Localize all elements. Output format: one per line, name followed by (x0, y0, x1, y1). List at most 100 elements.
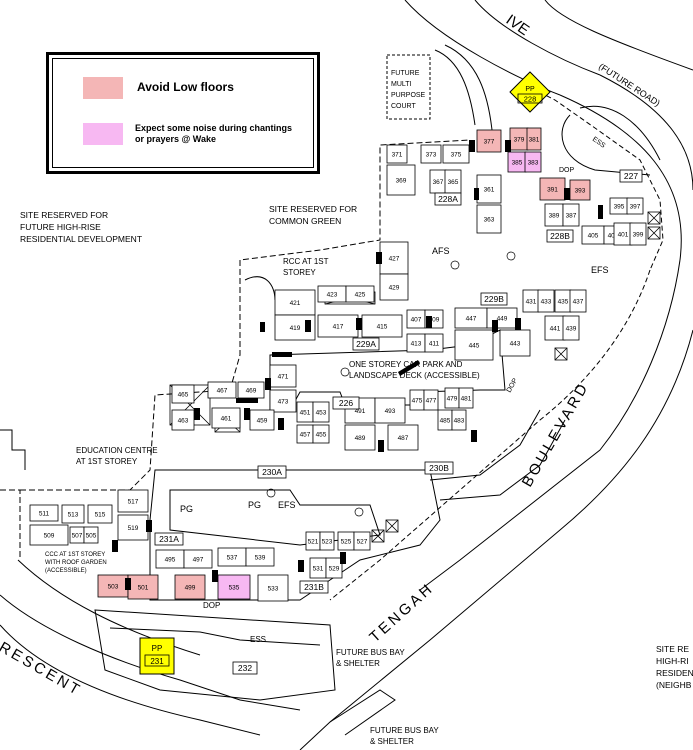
unit-507: 507 (69, 526, 85, 544)
pp-231-marker: PP 231 (139, 637, 175, 675)
unit-435: 435 (554, 289, 572, 313)
unit-379: 379 (509, 127, 529, 151)
unit-467: 467 (207, 381, 237, 399)
unit-label: 535 (229, 584, 240, 591)
unit-433: 433 (537, 289, 555, 313)
unit-label: 483 (454, 417, 465, 424)
unit-label: 425 (355, 291, 366, 298)
unit-label: 381 (529, 136, 540, 143)
unit-label: 515 (95, 511, 106, 518)
unit-label: 389 (549, 212, 560, 219)
crescent-label: RESCENT (0, 639, 85, 700)
unit-label: 439 (566, 325, 577, 332)
unit-495: 495 (155, 549, 185, 569)
unit-443: 443 (499, 329, 531, 357)
svg-text:ESS: ESS (591, 136, 607, 150)
unit-431: 431 (522, 289, 540, 313)
svg-text:LANDSCAPE DECK (ACCESSIBLE): LANDSCAPE DECK (ACCESSIBLE) (349, 371, 480, 380)
svg-text:CCC AT 1ST STOREY: CCC AT 1ST STOREY (45, 552, 105, 558)
svg-text:EFS: EFS (278, 500, 296, 510)
unit-label: 399 (633, 231, 644, 238)
unit-label: 373 (426, 151, 437, 158)
unit-label: 407 (411, 316, 422, 323)
unit-445: 445 (454, 329, 494, 361)
unit-447: 447 (454, 307, 488, 329)
unit-label: 501 (138, 584, 149, 591)
unit-523: 523 (319, 531, 335, 551)
svg-text:229A: 229A (356, 339, 376, 349)
unit-381: 381 (526, 127, 542, 151)
unit-label: 429 (389, 284, 400, 291)
unit-label: 471 (278, 373, 289, 380)
block-226: 226 (332, 396, 360, 410)
svg-text:PP: PP (152, 644, 163, 653)
unit-375: 375 (442, 144, 470, 164)
svg-text:228B: 228B (550, 231, 570, 241)
svg-text:PURPOSE: PURPOSE (391, 92, 426, 99)
unit-label: 537 (227, 554, 238, 561)
unit-511: 511 (29, 504, 59, 522)
svg-text:231B: 231B (304, 582, 324, 592)
unit-453: 453 (312, 401, 330, 423)
svg-text:STOREY: STOREY (283, 268, 316, 277)
unit-label: 369 (396, 177, 407, 184)
unit-label: 525 (341, 538, 352, 545)
unit-label: 493 (385, 408, 396, 415)
unit-label: 365 (448, 179, 459, 186)
unit-429: 429 (379, 273, 409, 301)
unit-label: 391 (547, 186, 558, 193)
unit-463: 463 (171, 409, 195, 431)
svg-text:HIGH-RI: HIGH-RI (656, 656, 689, 666)
svg-text:RESIDENTIAL DEVELOPMENT: RESIDENTIAL DEVELOPMENT (20, 234, 142, 244)
unit-485: 485 (437, 409, 453, 431)
svg-text:AT 1ST STOREY: AT 1ST STOREY (76, 457, 138, 466)
svg-text:PG: PG (180, 504, 193, 514)
s-markers (266, 251, 516, 517)
unit-367: 367 (429, 169, 447, 194)
unit-label: 529 (329, 565, 340, 572)
unit-label: 539 (255, 554, 266, 561)
unit-383: 383 (524, 151, 542, 173)
unit-451: 451 (296, 401, 314, 423)
svg-text:228A: 228A (438, 194, 458, 204)
unit-465: 465 (171, 384, 195, 404)
unit-label: 379 (514, 136, 525, 143)
unit-label: 441 (550, 325, 561, 332)
unit-415: 415 (361, 314, 403, 338)
unit-449: 449 (486, 307, 518, 329)
block-232: 232 (232, 661, 258, 675)
unit-label: 397 (630, 203, 641, 210)
unit-label: 463 (178, 417, 189, 424)
unit-529: 529 (325, 557, 343, 579)
svg-text:228: 228 (524, 95, 537, 104)
svg-text:FUTURE BUS BAY: FUTURE BUS BAY (370, 726, 439, 735)
unit-label: 405 (588, 232, 599, 239)
block-labels: 228A 228B 229A 229B 226 227 230A 230B 23… (154, 169, 643, 675)
block-227: 227 (619, 169, 643, 183)
unit-label: 409 (429, 316, 440, 323)
future-road-label: (FUTURE ROAD) (597, 61, 662, 108)
unit-501: 501 (127, 574, 159, 600)
unit-label: 363 (484, 216, 495, 223)
svg-text:ESS: ESS (250, 635, 266, 644)
svg-text:231A: 231A (159, 534, 179, 544)
svg-text:(ACCESSIBLE): (ACCESSIBLE) (45, 568, 87, 574)
unit-477: 477 (423, 389, 439, 411)
unit-label: 361 (484, 186, 495, 193)
svg-text:ONE STOREY CAR PARK AND: ONE STOREY CAR PARK AND (349, 360, 463, 369)
svg-text:FUTURE HIGH-RISE: FUTURE HIGH-RISE (20, 222, 101, 232)
unit-385: 385 (507, 151, 527, 173)
unit-413: 413 (406, 333, 426, 353)
avoid-low-floors-label: Avoid Low floors (137, 80, 234, 94)
unit-471: 471 (269, 364, 297, 388)
unit-399: 399 (629, 222, 647, 246)
svg-text:& SHELTER: & SHELTER (336, 659, 380, 668)
svg-text:& SHELTER: & SHELTER (370, 737, 414, 746)
svg-text:COURT: COURT (391, 103, 416, 110)
unit-label: 443 (510, 340, 521, 347)
unit-373: 373 (420, 144, 442, 164)
unit-427: 427 (379, 241, 409, 275)
boulevard-label: BOULEVARD (519, 379, 593, 490)
unit-405: 405 (581, 225, 605, 245)
